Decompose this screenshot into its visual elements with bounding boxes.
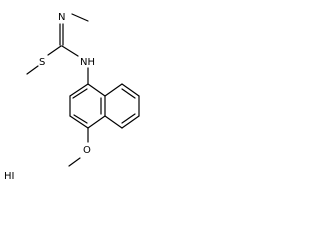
- ring-a-bond-3: [69, 115, 89, 129]
- structure-diagram: N S NH O: [26, 12, 140, 167]
- atom-label-o: O: [83, 145, 91, 156]
- atom-label-s: S: [39, 57, 45, 68]
- bond-c-nh: [61, 45, 79, 57]
- ring-a-bond-6: [87, 83, 106, 97]
- ring-b-bond-2-inner: [121, 88, 136, 99]
- ring-b-bond-1: [104, 83, 123, 97]
- ring-b-bond-4: [121, 115, 140, 129]
- bond-c-s: [47, 45, 62, 56]
- atom-label-nh: NH: [80, 57, 95, 68]
- atom-label-n-imine: N: [58, 12, 65, 23]
- ring-b-bond-2: [121, 83, 140, 97]
- ring-a-bond-1: [69, 83, 89, 97]
- ring-b-bond-5: [104, 115, 123, 129]
- ring-a-bond-3-inner: [73, 114, 88, 124]
- salt-label: HI: [4, 171, 15, 182]
- bond-s-ch3: [26, 65, 39, 75]
- ring-b-bond-4-inner: [121, 113, 136, 124]
- bond-o-ch3: [68, 157, 81, 167]
- bond-ch3-n: [71, 13, 89, 22]
- ring-a-bond-4: [87, 115, 106, 129]
- ring-a-bond-1-inner: [72, 88, 88, 99]
